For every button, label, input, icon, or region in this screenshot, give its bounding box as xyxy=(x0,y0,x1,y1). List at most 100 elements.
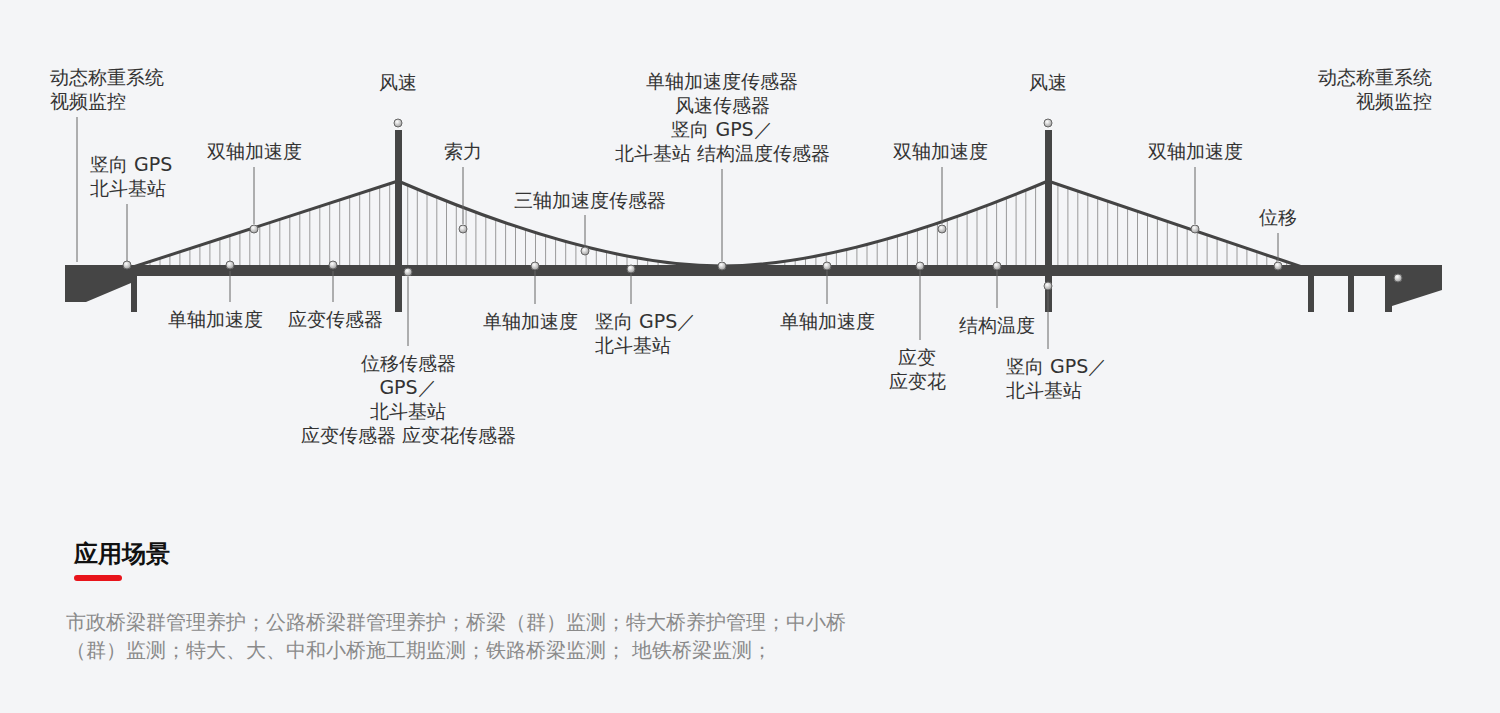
hanger-line xyxy=(359,193,360,265)
bridge-part xyxy=(1048,181,1305,268)
hanger-line xyxy=(515,226,516,265)
scenario-text: 市政桥梁群管理养护；公路桥梁群管理养护；桥梁（群）监测；特大桥养护管理；中小桥 … xyxy=(66,608,846,664)
section-title: 应用场景 xyxy=(74,538,170,570)
hanger-line xyxy=(209,242,210,265)
hanger-line xyxy=(379,187,380,265)
hanger-line xyxy=(1127,208,1128,265)
sensor-dot xyxy=(718,262,726,270)
main-cables xyxy=(130,181,1305,268)
sensor-dot xyxy=(1394,274,1402,282)
sensor-label: 结构温度 xyxy=(959,313,1035,337)
sensor-dot xyxy=(1044,282,1052,290)
hanger-line xyxy=(1087,195,1088,266)
sensor-label: 双轴加速度 xyxy=(893,139,988,163)
sensor-label: 应变传感器 xyxy=(288,307,383,331)
bridge-part xyxy=(997,271,998,308)
sensor-dot xyxy=(1191,225,1199,233)
hanger-line xyxy=(456,205,457,265)
hanger-line xyxy=(319,206,320,265)
bridge-part xyxy=(1308,276,1314,312)
hanger-line xyxy=(846,250,847,265)
hanger-line xyxy=(505,223,506,265)
hanger-line xyxy=(1097,198,1098,265)
hanger-line xyxy=(485,216,486,265)
hanger-line xyxy=(1167,221,1168,265)
hanger-line xyxy=(1117,205,1118,265)
hanger-line xyxy=(1147,215,1148,265)
bridge-part xyxy=(1195,167,1196,224)
sensor-dot xyxy=(1044,119,1052,127)
hanger-line xyxy=(887,239,888,265)
hanger-cables xyxy=(150,184,1287,265)
hanger-line xyxy=(1227,242,1228,265)
title-underline xyxy=(74,575,122,581)
hanger-line xyxy=(1157,218,1158,265)
hanger-line xyxy=(897,236,898,265)
hanger-line xyxy=(1137,211,1138,265)
hanger-line xyxy=(369,190,370,265)
hanger-line xyxy=(1187,228,1188,265)
bridge-part xyxy=(827,271,828,304)
bridge-part xyxy=(395,130,402,312)
sensor-dot xyxy=(581,247,589,255)
hanger-line xyxy=(1057,184,1058,265)
hanger-line xyxy=(986,206,987,265)
hanger-line xyxy=(606,252,607,265)
sensor-dot xyxy=(531,262,539,270)
sensor-label: 动态称重系统 视频监控 xyxy=(50,65,164,113)
sensor-label: 双轴加速度 xyxy=(207,139,302,163)
hanger-line xyxy=(977,209,978,265)
hanger-line xyxy=(339,200,340,265)
sensor-label: 风速 xyxy=(379,70,417,94)
sensor-label: 位移传感器 GPS／ 北斗基站 应变传感器 应变花传感器 xyxy=(301,351,516,447)
sensor-label: 应变 应变花 xyxy=(889,345,946,393)
bridge-part xyxy=(535,271,536,304)
sensor-label: 单轴加速度传感器 风速传感器 竖向 GPS／ 北斗基站 结构温度传感器 xyxy=(615,69,830,165)
sensor-label: 双轴加速度 xyxy=(1148,139,1243,163)
hanger-line xyxy=(199,245,200,265)
bridge-part xyxy=(463,167,464,224)
sensor-dot xyxy=(404,268,412,276)
hanger-line xyxy=(565,242,566,265)
hanger-line xyxy=(1035,186,1036,265)
hanger-line xyxy=(1246,248,1247,265)
bridge-part xyxy=(230,271,231,302)
sensor-dot xyxy=(329,261,337,269)
sensor-label: 位移 xyxy=(1259,205,1297,229)
sensor-dot xyxy=(1274,262,1282,270)
hanger-line xyxy=(957,217,958,265)
hanger-line xyxy=(555,239,556,265)
sensor-dot xyxy=(823,262,831,270)
bridge-part xyxy=(722,169,723,261)
sensor-dot xyxy=(459,225,467,233)
bridge-part xyxy=(585,215,586,246)
sensor-dot xyxy=(938,225,946,233)
hanger-line xyxy=(466,209,467,265)
hanger-line xyxy=(967,213,968,265)
hanger-line xyxy=(575,244,576,265)
hanger-line xyxy=(947,220,948,265)
hanger-line xyxy=(856,247,857,265)
sensor-dot xyxy=(993,262,1001,270)
bridge-part xyxy=(130,181,398,268)
hanger-line xyxy=(917,230,918,265)
sensor-dot xyxy=(627,265,635,273)
hanger-line xyxy=(389,184,390,265)
hanger-line xyxy=(417,189,418,265)
bridge-part xyxy=(254,167,255,224)
sensor-label: 单轴加速度 xyxy=(780,309,875,333)
sensor-dot xyxy=(123,261,131,269)
hanger-line xyxy=(836,252,837,265)
sensor-label: 竖向 GPS 北斗基站 xyxy=(90,152,172,200)
sensor-dot xyxy=(226,261,234,269)
hanger-line xyxy=(525,230,526,266)
hanger-line xyxy=(436,197,437,265)
sensor-label: 竖向 GPS／ 北斗基站 xyxy=(595,309,696,357)
sensor-label: 单轴加速度 xyxy=(483,309,578,333)
hanger-line xyxy=(1177,225,1178,265)
bridge-part xyxy=(631,274,632,304)
bridge-part xyxy=(1348,276,1354,312)
hanger-line xyxy=(249,229,250,265)
hanger-line xyxy=(907,233,908,265)
hanger-line xyxy=(1217,238,1218,265)
